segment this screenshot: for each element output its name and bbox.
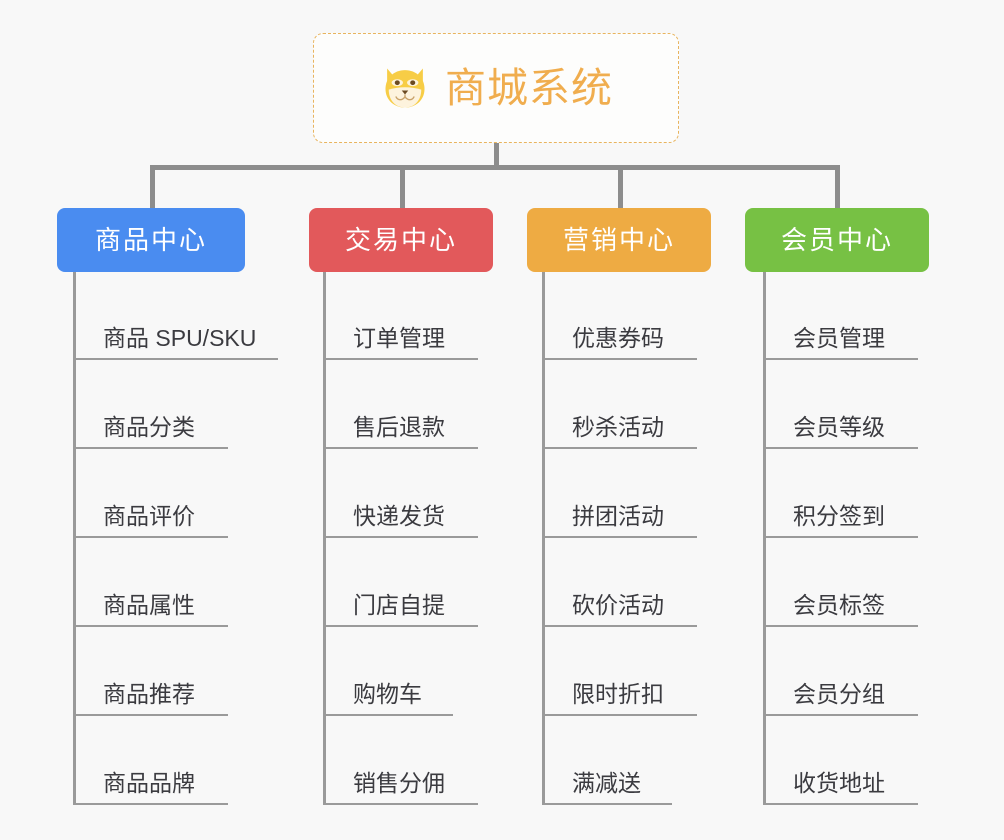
leaf-item-label: 商品品牌 bbox=[103, 770, 195, 796]
leaf-underline bbox=[542, 536, 697, 538]
leaf-item-label: 满减送 bbox=[572, 770, 641, 796]
category-label: 营销中心 bbox=[562, 225, 675, 255]
leaf-underline bbox=[763, 625, 918, 627]
leaf-item-label: 门店自提 bbox=[353, 592, 445, 618]
leaf-underline bbox=[763, 714, 918, 716]
leaf-trunk-line bbox=[542, 271, 545, 805]
shiba-dog-face-icon bbox=[385, 68, 425, 108]
leaf-underline bbox=[542, 358, 697, 360]
category-box-trade-center[interactable]: 交易中心 bbox=[309, 208, 493, 272]
leaf-underline bbox=[73, 536, 228, 538]
leaf-underline bbox=[763, 803, 918, 805]
leaf-underline bbox=[323, 625, 478, 627]
leaf-underline bbox=[542, 447, 697, 449]
drop-connector-4 bbox=[835, 165, 840, 210]
leaf-trunk-line bbox=[73, 271, 76, 805]
leaf-item-label: 商品分类 bbox=[103, 414, 195, 440]
leaf-item-label: 秒杀活动 bbox=[572, 414, 664, 440]
leaf-underline bbox=[323, 714, 453, 716]
leaf-underline bbox=[73, 447, 228, 449]
leaf-item-label: 商品属性 bbox=[103, 592, 195, 618]
leaf-underline bbox=[763, 358, 918, 360]
leaf-item-label: 商品评价 bbox=[103, 503, 195, 529]
leaf-underline bbox=[323, 358, 478, 360]
leaf-item-label: 售后退款 bbox=[353, 414, 445, 440]
leaf-item-label: 砍价活动 bbox=[572, 592, 664, 618]
drop-connector-3 bbox=[618, 165, 623, 210]
drop-connector-2 bbox=[400, 165, 405, 210]
root-node[interactable]: 商城系统 bbox=[313, 33, 679, 143]
leaf-underline bbox=[73, 803, 228, 805]
leaf-underline bbox=[763, 536, 918, 538]
leaf-item-label: 拼团活动 bbox=[572, 503, 664, 529]
bus-connector bbox=[150, 165, 840, 170]
leaf-underline bbox=[763, 447, 918, 449]
leaf-underline bbox=[542, 625, 697, 627]
leaf-item-label: 积分签到 bbox=[793, 503, 885, 529]
leaf-item-label: 快递发货 bbox=[353, 503, 445, 529]
leaf-item-label: 商品推荐 bbox=[103, 681, 195, 707]
category-box-member-center[interactable]: 会员中心 bbox=[745, 208, 929, 272]
leaf-item-label: 会员等级 bbox=[793, 414, 885, 440]
leaf-item-label: 优惠券码 bbox=[572, 325, 664, 351]
category-label: 交易中心 bbox=[344, 225, 457, 255]
category-label: 会员中心 bbox=[780, 225, 893, 255]
leaf-underline bbox=[323, 536, 478, 538]
category-box-marketing-center[interactable]: 营销中心 bbox=[527, 208, 711, 272]
leaf-item-label: 收货地址 bbox=[793, 770, 885, 796]
leaf-trunk-line bbox=[763, 271, 766, 805]
leaf-item-label: 会员分组 bbox=[793, 681, 885, 707]
leaf-item-label: 销售分佣 bbox=[353, 770, 445, 796]
category-box-product-center[interactable]: 商品中心 bbox=[57, 208, 245, 272]
leaf-trunk-line bbox=[323, 271, 326, 805]
leaf-underline bbox=[542, 714, 697, 716]
leaf-underline bbox=[323, 447, 478, 449]
leaf-item-label: 会员标签 bbox=[793, 592, 885, 618]
leaf-item-label: 购物车 bbox=[353, 681, 422, 707]
category-label: 商品中心 bbox=[94, 225, 207, 255]
leaf-underline bbox=[73, 714, 228, 716]
leaf-underline bbox=[323, 803, 478, 805]
root-title: 商城系统 bbox=[445, 64, 613, 111]
leaf-item-label: 商品 SPU/SKU bbox=[103, 325, 257, 351]
root-stem-connector bbox=[494, 141, 499, 168]
drop-connector-1 bbox=[150, 165, 155, 210]
leaf-underline bbox=[542, 803, 672, 805]
leaf-item-label: 订单管理 bbox=[353, 325, 445, 351]
leaf-item-label: 限时折扣 bbox=[572, 681, 664, 707]
leaf-underline bbox=[73, 358, 278, 360]
leaf-item-label: 会员管理 bbox=[793, 325, 885, 351]
leaf-underline bbox=[73, 625, 228, 627]
